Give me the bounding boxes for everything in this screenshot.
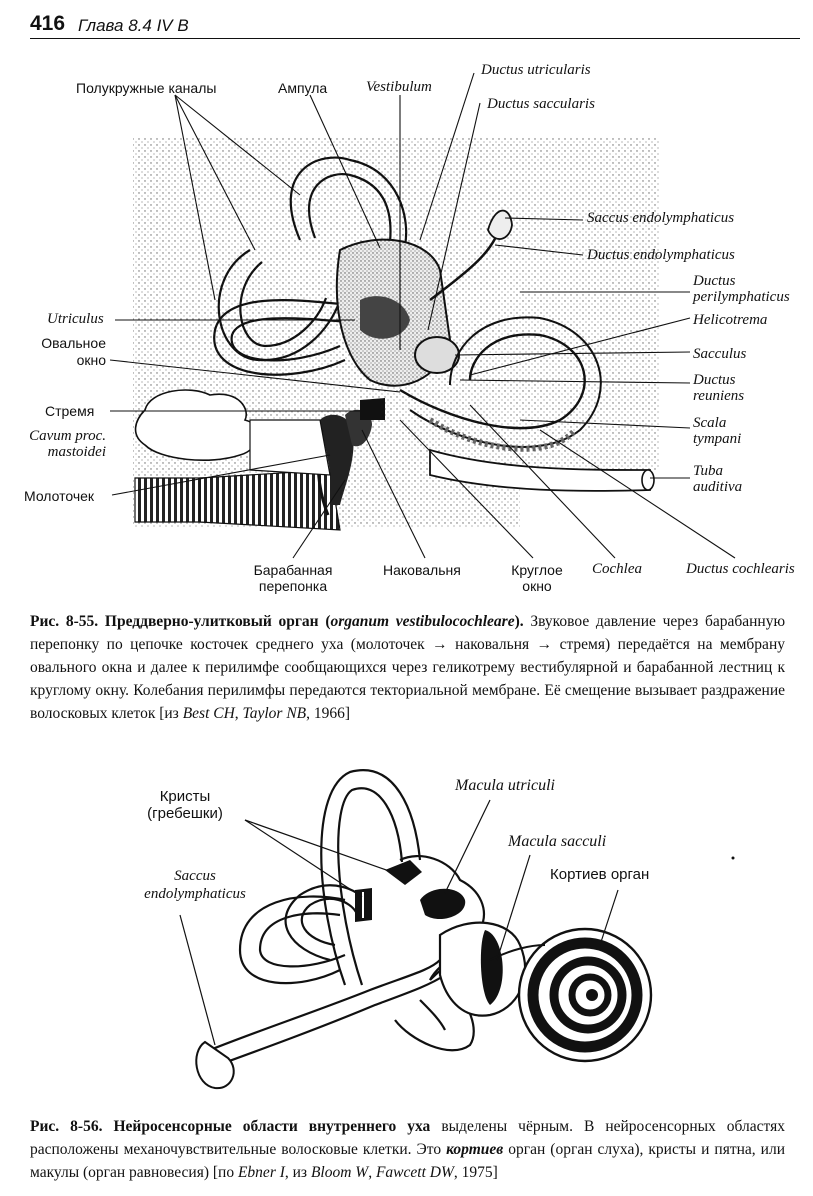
stapes-shape [360,398,385,420]
label-organ-of-corti: Кортиев орган [550,866,650,883]
label-utriculus: Utriculus [47,311,104,327]
label-malleus: Молоточек [24,488,95,504]
chapter-title: Глава 8.4 IV В [78,16,189,35]
label-saccus-1: Saccus [174,868,216,884]
label-ductus-perilymphaticus-2: perilymphaticus [693,289,790,305]
label-ductus-reuniens-2: reuniens [693,388,745,404]
caption-2-title: Нейросенсорные области внутреннего уха [113,1118,431,1135]
caption-1-latin-close: ). [514,613,524,630]
label-ductus-reuniens-1: Ductus [693,372,736,388]
label-round-window-2: окно [522,578,552,594]
page-header: 416 Глава 8.4 IV В [30,8,800,39]
macula-sacculi-shape [480,930,503,1005]
caption-2-source-3: Fawcett DW [375,1164,454,1181]
page-number: 416 [30,12,66,35]
label-saccus-endolymphaticus: Saccus endolymphaticus [587,210,735,226]
label-round-window-1: Круглое [511,562,563,578]
caption-1-source-2: Taylor NB [242,705,307,722]
figure-2-caption: Рис. 8-56. Нейросенсорные области внутре… [30,1115,785,1184]
caption-2-text-2: орган (орган слуха), кристы и пятна, или… [30,1141,786,1181]
label-scala-tympani-1: Scala [693,415,727,431]
label-cristae-1: Кристы [159,788,211,805]
crista-1 [385,860,422,885]
caption-1-title: Преддверно-улитковый орган [104,613,319,630]
saccus-shape [195,1040,235,1090]
label-cavum-1: Cavum proc. [29,428,106,444]
caption-2-source-tail: , 1975] [453,1164,498,1181]
caption-2-kortiev: кортиев [446,1141,504,1158]
figure-1-caption: Рис. 8-55. Преддверно-улитковый орган (o… [30,610,785,725]
caption-1-text: Звуковое давление через барабанную переп… [30,613,786,722]
label-tuba-auditiva-1: Tuba [693,463,724,479]
label-cochlea: Cochlea [592,561,642,577]
malleus-shape [320,414,354,505]
label-stapes: Стремя [45,403,95,419]
macula-utriculi-shape [420,888,466,920]
caption-2-source-mid: , из [284,1164,311,1181]
cochlea-spiral [517,927,653,1063]
label-tympanic-membrane-2: перепонка [258,578,328,594]
label-macula-sacculi: Macula sacculi [508,833,607,850]
label-sacculus: Sacculus [693,346,747,362]
cochlea [399,333,586,430]
caption-1-source-sep: , [234,705,243,722]
stray-dot [731,856,735,860]
label-saccus-2: endolymphaticus [144,886,246,902]
label-oval-window-1: Овальное [41,335,106,351]
caption-1-ref: Рис. 8-55. [30,613,99,630]
figure-1-illustration [109,72,736,559]
superior-canal [289,156,408,246]
caption-1-source-1: Best CH [182,705,235,722]
label-ductus-perilymphaticus-1: Ductus [693,273,736,289]
lateral-canal [213,299,351,376]
label-scala-tympani-2: tympani [693,431,742,447]
label-oval-window-2: окно [76,352,106,368]
caption-1-latin: organum vestibulocochleare [330,613,515,630]
caption-2-ref: Рис. 8-56. [30,1118,103,1135]
label-ductus-endolymphaticus: Ductus endolymphaticus [587,247,735,263]
caption-1-source-tail: , 1966] [306,705,351,722]
label-ductus-saccularis: Ductus saccularis [487,96,595,112]
label-tympanic-membrane-1: Барабанная [253,562,333,578]
caption-2-source-1: Ebner I [237,1164,285,1181]
label-semicircular-canals: Полукружные каналы [76,80,217,96]
label-cristae-2: (гребешки) [147,805,223,822]
label-ampulla: Ампула [278,80,328,96]
label-ductus-utricularis: Ductus utricularis [481,62,591,78]
label-ductus-cochlearis: Ductus cochlearis [686,561,795,577]
label-vestibulum: Vestibulum [366,79,432,95]
label-tuba-auditiva-2: auditiva [693,479,743,495]
label-helicotrema: Helicotrema [693,312,768,328]
caption-1-latin-open: ( [325,613,331,630]
label-cavum-2: mastoidei [47,444,106,460]
caption-2-source-2: Bloom W [310,1164,369,1181]
caption-2-source-sep: , [368,1164,376,1181]
label-macula-utriculi: Macula utriculi [455,777,555,794]
caption-2-text-1: выделены чёрным. В нейросенсорных област… [30,1118,785,1158]
label-incus: Наковальня [383,562,461,578]
